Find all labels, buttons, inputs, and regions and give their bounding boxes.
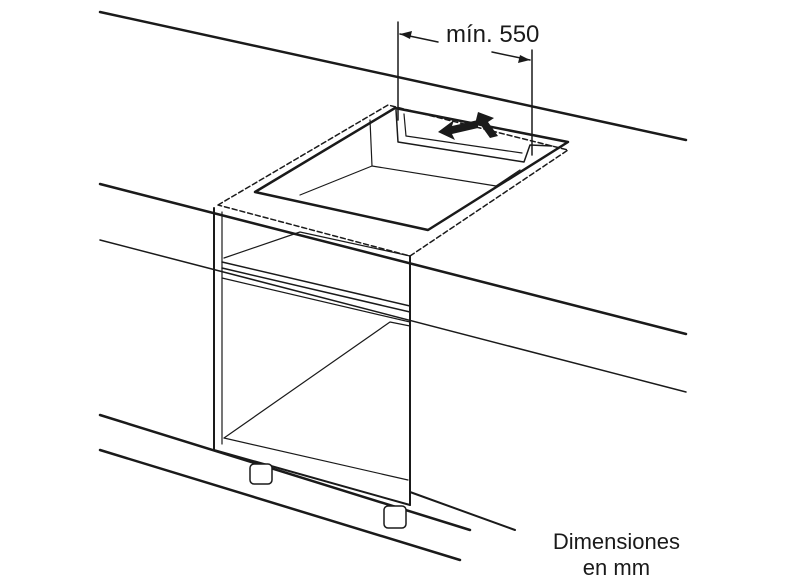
hob-inner-right-edge xyxy=(495,169,521,187)
dimension-arrow-left xyxy=(400,31,412,39)
cabinet-upper-interior xyxy=(223,231,411,259)
dimension-label: mín. 550 xyxy=(446,21,539,48)
hob-opening xyxy=(253,106,570,232)
cabinet-interior-floor xyxy=(223,437,409,481)
plinth-top-edge xyxy=(98,413,472,532)
cutout-outline-dashed xyxy=(217,104,569,257)
countertop-front-top-edge xyxy=(98,182,688,336)
cabinet-shelf-under xyxy=(221,277,411,323)
cabinet-top-rail xyxy=(221,261,411,307)
caption-line-1: Dimensiones xyxy=(552,529,680,554)
cabinet-interior-back xyxy=(223,321,411,439)
countertop-back-edge xyxy=(98,10,688,142)
countertop-front-bottom-edge xyxy=(99,239,687,393)
ventilation-duct-inner xyxy=(403,113,407,137)
plinth-bottom-edge xyxy=(98,448,462,562)
ventilation-duct xyxy=(395,109,553,163)
cabinet-foot-left xyxy=(249,463,273,485)
floor-line-right xyxy=(409,491,516,531)
hob-inner-floor-edge xyxy=(371,165,497,187)
units-caption: Dimensiones en mm xyxy=(553,529,680,581)
airflow-arrows-icon xyxy=(438,112,498,140)
cabinet-foot-right xyxy=(383,505,407,529)
caption-line-2: en mm xyxy=(582,555,651,580)
dimension-arrow-right xyxy=(518,55,530,63)
ventilation-duct-floor xyxy=(405,135,523,154)
cabinet-shelf-front xyxy=(221,267,411,313)
